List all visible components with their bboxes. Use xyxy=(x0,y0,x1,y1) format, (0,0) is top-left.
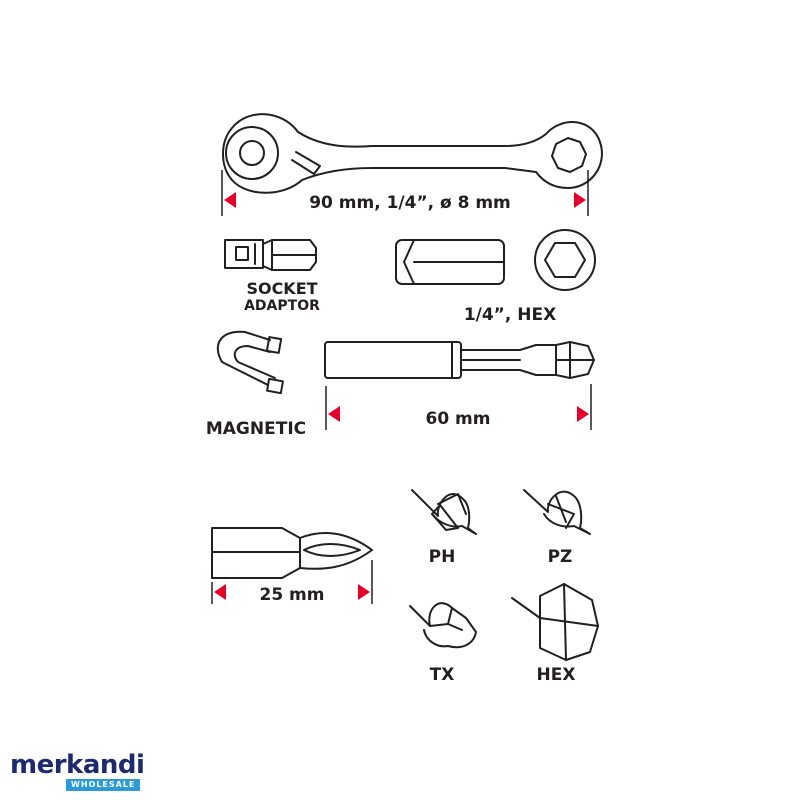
dimension-arrows xyxy=(214,192,589,600)
ratchet-dimension-label: 90 mm, 1/4”, ø 8 mm xyxy=(309,193,511,213)
pz-label: PZ xyxy=(548,547,573,567)
socket-adaptor-icon xyxy=(224,239,317,271)
arrow-left-holder xyxy=(328,406,340,422)
magnetic-clip-icon xyxy=(216,330,284,395)
screwdriver-bit-icon xyxy=(211,527,373,579)
dimension-guides xyxy=(211,170,592,604)
tx-label: TX xyxy=(430,665,455,685)
arrow-right-holder xyxy=(577,406,589,422)
tx-bit-tip-icon xyxy=(409,602,477,649)
arrow-left-bit xyxy=(214,584,226,600)
ph-bit-tip-icon xyxy=(411,489,477,535)
logo-wordmark: merkandi xyxy=(10,750,145,780)
bit-holder-icon xyxy=(324,341,595,379)
pz-bit-tip-icon xyxy=(523,489,591,535)
socket-label-line2: ADAPTOR xyxy=(244,298,320,314)
arrow-left-ratchet xyxy=(224,192,236,208)
arrow-right-ratchet xyxy=(574,192,586,208)
socket-hex-label: 1/4”, HEX xyxy=(464,305,556,325)
logo-badge: WHOLESALE xyxy=(66,779,141,791)
merkandi-logo: merkandi WHOLESALE xyxy=(10,752,150,794)
socket-label-line1: SOCKET xyxy=(246,279,317,298)
hex-socket-icon xyxy=(395,239,505,285)
ph-label: PH xyxy=(429,547,456,567)
bit-length-label: 25 mm xyxy=(259,585,324,605)
magnetic-label: MAGNETIC xyxy=(206,419,306,439)
hex-socket-end-icon xyxy=(534,229,596,291)
hex-bit-tip-icon xyxy=(511,583,599,661)
hex-label: HEX xyxy=(537,665,576,685)
arrow-right-bit xyxy=(358,584,370,600)
holder-length-label: 60 mm xyxy=(425,409,490,429)
ratchet-wrench-icon xyxy=(222,113,603,194)
